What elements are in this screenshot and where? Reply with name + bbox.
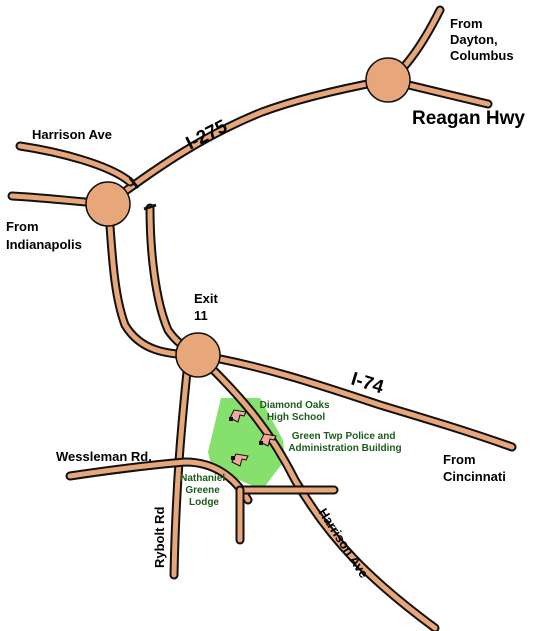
- label-i275: I-275: [183, 116, 232, 155]
- label-wessleman-rd: Wessleman Rd.: [56, 449, 152, 464]
- road-west-loop: [103, 199, 203, 360]
- interchange-dayton: [365, 57, 411, 103]
- label-nathaniel-greene-lodge: Nathaniel Greene Lodge: [180, 473, 228, 508]
- police-building-icon: [259, 433, 277, 447]
- label-harrison-ave-north: Harrison Ave: [32, 127, 112, 142]
- label-exit-11: Exit 11: [194, 291, 221, 323]
- interchange-indianapolis: [85, 181, 131, 227]
- label-rybolt-rd: Rybolt Rd: [152, 507, 167, 568]
- label-harrison-ave-south: Harrison Ave: [315, 505, 371, 580]
- road-harrison-south: [193, 350, 440, 631]
- lodge-building-icon: [231, 453, 249, 467]
- road-rybolt: [169, 357, 193, 580]
- label-from-dayton: From Dayton, Columbus: [450, 16, 514, 63]
- label-reagan-hwy: Reagan Hwy: [412, 108, 525, 129]
- road-wessleman: [65, 457, 253, 505]
- road-harrison-north: [15, 141, 135, 187]
- school-building-icon: [229, 409, 247, 423]
- label-from-indianapolis: From Indianapolis: [6, 219, 82, 252]
- road-end-bar-harrison: [128, 177, 140, 189]
- road-i275-ramp: [145, 203, 203, 360]
- road-end-bar-ramp: [143, 203, 157, 211]
- label-diamond-oaks: Diamond Oaks High School: [260, 400, 333, 423]
- road-i74: [193, 350, 517, 452]
- label-green-twp-police: Green Twp Police and Administration Buil…: [288, 431, 401, 454]
- interchange-exit-11: [175, 332, 221, 378]
- park-area: [208, 398, 285, 490]
- label-from-cincinnati: From Cincinnati: [443, 452, 506, 484]
- road-i275: [103, 5, 445, 209]
